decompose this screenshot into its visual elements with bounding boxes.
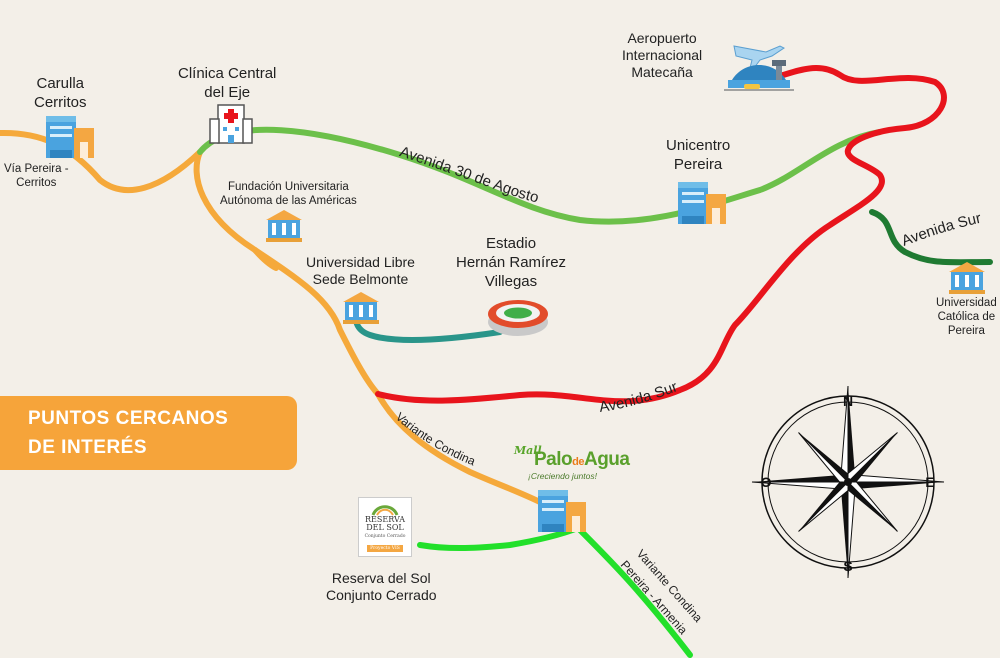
sun-icon bbox=[371, 505, 399, 516]
label-via-pereira-cerritos: Vía Pereira - Cerritos bbox=[4, 163, 69, 189]
building-icon bbox=[538, 490, 586, 532]
compass-e: E bbox=[925, 474, 934, 490]
compass-w: O bbox=[761, 474, 772, 490]
road-avenida-30-agosto bbox=[197, 126, 883, 225]
road-reserva-access bbox=[417, 525, 581, 552]
label-unicentro: Unicentro Pereira bbox=[666, 137, 731, 173]
compass-n: N bbox=[843, 393, 853, 409]
stadium-icon bbox=[488, 300, 548, 336]
road-label-avsur: Avenida Sur bbox=[598, 378, 680, 416]
building-icon bbox=[678, 182, 726, 224]
palo-de-agua-logo: Mall PalodeAgua ¡Creciendo juntos! bbox=[514, 444, 630, 481]
road-label-av30: Avenida 30 de Agosto bbox=[398, 143, 541, 206]
hospital-icon bbox=[209, 104, 253, 144]
university-icon bbox=[949, 262, 985, 294]
university-icon bbox=[343, 292, 379, 324]
road-avenida-sur-red bbox=[375, 65, 947, 405]
label-aeropuerto: Aeropuerto Internacional Matecaña bbox=[622, 30, 703, 80]
road-via-cerritos bbox=[0, 129, 203, 194]
label-fundacion: Fundación Universitaria Autónoma de las … bbox=[220, 181, 357, 207]
compass-rose: N S E O bbox=[751, 385, 945, 579]
road-label-condina: Variante Condina bbox=[393, 410, 478, 469]
label-clinica: Clínica Central del Eje bbox=[178, 65, 277, 101]
points-of-interest-banner: PUNTOS CERCANOS DE INTERÉS bbox=[0, 396, 297, 470]
road-orange-branch bbox=[252, 247, 279, 271]
road-condina-armenia bbox=[575, 525, 693, 658]
road-label-avsur-green: Avenida Sur bbox=[899, 210, 982, 250]
label-reserva-del-sol: Reserva del Sol Conjunto Cerrado bbox=[326, 570, 437, 603]
road-orange-south bbox=[193, 149, 581, 528]
university-icon bbox=[266, 210, 302, 242]
label-carulla: Carulla Cerritos bbox=[34, 75, 87, 111]
label-universidad-libre: Universidad Libre Sede Belmonte bbox=[306, 254, 415, 287]
label-universidad-catolica: Universidad Católica de Pereira bbox=[936, 297, 997, 337]
compass-s: S bbox=[843, 558, 852, 574]
airport-icon bbox=[724, 45, 794, 91]
building-icon bbox=[46, 116, 94, 158]
banner-line-1: PUNTOS CERCANOS bbox=[28, 408, 229, 429]
road-avenida-sur-green bbox=[869, 209, 993, 266]
banner-line-2: DE INTERÉS bbox=[28, 437, 148, 458]
label-estadio: Estadio Hernán Ramírez Villegas bbox=[456, 235, 567, 290]
